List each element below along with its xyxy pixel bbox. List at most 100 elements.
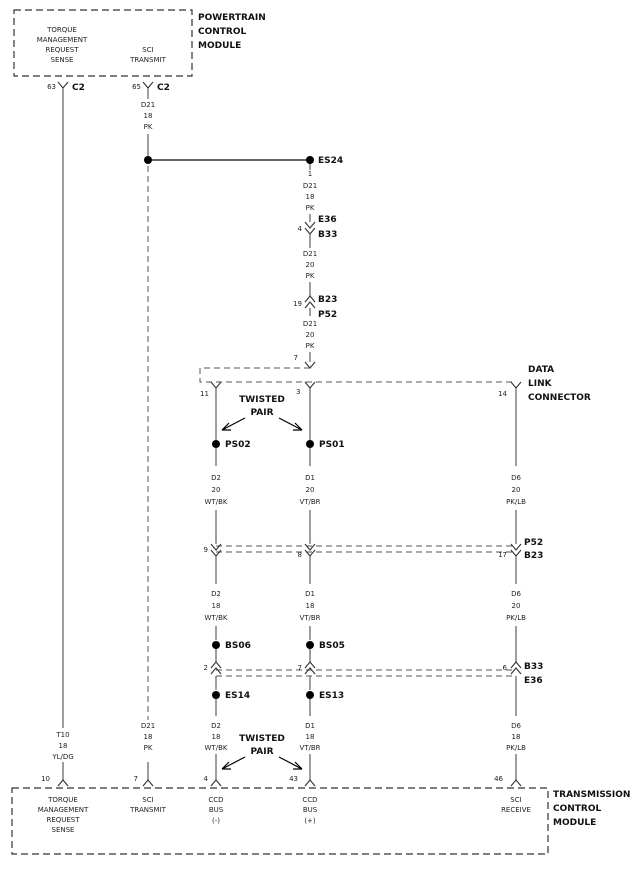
pcm-torque-label-1: TORQUE bbox=[46, 26, 77, 34]
wire-d21c-color: PK bbox=[144, 744, 153, 752]
wire-d1a-code: D1 bbox=[305, 474, 315, 482]
low-conn-b33: B33 bbox=[524, 662, 543, 672]
mid-pin-8: 8 bbox=[298, 551, 302, 559]
wire-d6c-code: D6 bbox=[511, 722, 521, 730]
splice-es24 bbox=[144, 156, 152, 164]
tcm-torque-3: REQUEST bbox=[46, 816, 80, 824]
dlc-title-2: LINK bbox=[528, 379, 553, 389]
pcm-conn-c2-a: C2 bbox=[72, 83, 85, 93]
dlc-pin-3: 3 bbox=[296, 388, 300, 396]
tcm-torque-1: TORQUE bbox=[47, 796, 78, 804]
tcm-ccd-plus-3: (+) bbox=[304, 817, 316, 825]
wire-d21c-code: D21 bbox=[141, 722, 155, 730]
upper-conn-b23: B23 bbox=[318, 295, 337, 305]
pcm-sci-label-1: SCI bbox=[142, 46, 153, 54]
wire-d2b-code: D2 bbox=[211, 590, 221, 598]
upper-conn-p52: P52 bbox=[318, 310, 337, 320]
splice-es24-label: ES24 bbox=[318, 156, 343, 166]
wire-d1b-color: VT/BR bbox=[299, 614, 320, 622]
mid-conn-b23: B23 bbox=[524, 551, 543, 561]
pcm-torque-label-4: SENSE bbox=[51, 56, 74, 64]
twisted-pair-bottom-2: PAIR bbox=[250, 747, 273, 757]
tcm-sci-transmit-1: SCI bbox=[142, 796, 153, 804]
low-conn-e36: E36 bbox=[524, 676, 543, 686]
wire-d2b-gauge: 18 bbox=[212, 602, 221, 610]
upper-pin-19: 19 bbox=[293, 300, 302, 308]
pcm-pin-65: 65 bbox=[132, 83, 141, 91]
upper-w3-color: PK bbox=[306, 342, 315, 350]
wire-t10-color: YL/DG bbox=[51, 753, 73, 761]
wire-d6b-color: PK/LB bbox=[506, 614, 526, 622]
low-pin-2: 2 bbox=[204, 664, 208, 672]
tcm-ccd-minus-1: CCD bbox=[208, 796, 223, 804]
wire-t10-code: T10 bbox=[55, 731, 69, 739]
mid-pin-9: 9 bbox=[204, 546, 208, 554]
pcm-title-line2: CONTROL bbox=[198, 27, 247, 37]
splice-ps02-label: PS02 bbox=[225, 440, 251, 450]
tcm-pin-43: 43 bbox=[289, 775, 298, 783]
upper-chain: 1 D21 18 PK 4 E36 B33 D21 20 PK 19 B23 P… bbox=[293, 164, 337, 369]
dlc-pin-14: 14 bbox=[498, 390, 507, 398]
tcm-torque-2: MANAGEMENT bbox=[38, 806, 89, 814]
wire-d1c-code: D1 bbox=[305, 722, 315, 730]
upper-w1-gauge: 18 bbox=[306, 193, 315, 201]
wire-d2c-code: D2 bbox=[211, 722, 221, 730]
pcm-wire-d21: D21 bbox=[141, 101, 155, 109]
upper-w2-color: PK bbox=[306, 272, 315, 280]
wire-d6b-code: D6 bbox=[511, 590, 521, 598]
tcm-torque-4: SENSE bbox=[52, 826, 75, 834]
wire-d6a-color: PK/LB bbox=[506, 498, 526, 506]
splice-es13 bbox=[306, 691, 314, 699]
tcm-ccd-minus-2: BUS bbox=[209, 806, 224, 814]
twisted-pair-top-2: PAIR bbox=[250, 408, 273, 418]
low-pin-7: 7 bbox=[298, 664, 302, 672]
wire-d6c-color: PK/LB bbox=[506, 744, 526, 752]
upper-conn-b33: B33 bbox=[318, 230, 337, 240]
splice-es14 bbox=[212, 691, 220, 699]
dlc-title-1: DATA bbox=[528, 365, 554, 375]
wire-d1c-color: VT/BR bbox=[299, 744, 320, 752]
upper-pin-7: 7 bbox=[294, 354, 298, 362]
tcm-title-3: MODULE bbox=[553, 818, 596, 828]
upper-w3-gauge: 20 bbox=[306, 331, 315, 339]
upper-w2-gauge: 20 bbox=[306, 261, 315, 269]
twisted-pair-top: TWISTED PAIR bbox=[221, 395, 303, 431]
pcm-conn-c2-b: C2 bbox=[157, 83, 170, 93]
dlc-title-3: CONNECTOR bbox=[528, 393, 591, 403]
tcm-sci-receive-2: RECEIVE bbox=[501, 806, 531, 814]
upper-pin-1: 1 bbox=[308, 170, 312, 178]
pcm-wire-pk: PK bbox=[144, 123, 153, 131]
tcm-title-1: TRANSMISSION bbox=[553, 790, 630, 800]
pcm-torque-label-3: REQUEST bbox=[45, 46, 79, 54]
wire-d1b-gauge: 18 bbox=[306, 602, 315, 610]
splice-es24-right bbox=[306, 156, 314, 164]
wire-d1a-gauge: 20 bbox=[306, 486, 315, 494]
splice-ps02 bbox=[212, 440, 220, 448]
splice-bs05-label: BS05 bbox=[319, 641, 345, 651]
splice-es13-label: ES13 bbox=[319, 691, 344, 701]
wire-d1c-gauge: 18 bbox=[306, 733, 315, 741]
pcm-wire-18: 18 bbox=[144, 112, 153, 120]
upper-conn-e36: E36 bbox=[318, 215, 337, 225]
low-connector: 2 7 6 B33 E36 bbox=[204, 661, 543, 686]
wire-d21c-gauge: 18 bbox=[144, 733, 153, 741]
splice-bs06 bbox=[212, 641, 220, 649]
wire-labels-b: D2 18 WT/BK D1 18 VT/BR D6 20 PK/LB bbox=[205, 590, 527, 622]
upper-pin-4: 4 bbox=[298, 225, 303, 233]
dlc-pin-11: 11 bbox=[200, 390, 209, 398]
pcm-pin-63: 63 bbox=[47, 83, 56, 91]
wire-d2a-color: WT/BK bbox=[205, 498, 228, 506]
wire-d2a-gauge: 20 bbox=[212, 486, 221, 494]
pcm-torque-label-2: MANAGEMENT bbox=[37, 36, 88, 44]
wire-d2b-color: WT/BK bbox=[205, 614, 228, 622]
mid-pin-17: 17 bbox=[498, 551, 507, 559]
twisted-pair-top-1: TWISTED bbox=[239, 395, 285, 405]
tcm-ccd-plus-2: BUS bbox=[303, 806, 318, 814]
splice-bs06-label: BS06 bbox=[225, 641, 251, 651]
splice-es14-label: ES14 bbox=[225, 691, 250, 701]
wire-labels-a: D2 20 WT/BK D1 20 VT/BR D6 20 PK/LB bbox=[205, 474, 527, 506]
wire-d2c-gauge: 18 bbox=[212, 733, 221, 741]
pcm-title-line3: MODULE bbox=[198, 41, 241, 51]
tcm-ccd-plus-1: CCD bbox=[302, 796, 317, 804]
